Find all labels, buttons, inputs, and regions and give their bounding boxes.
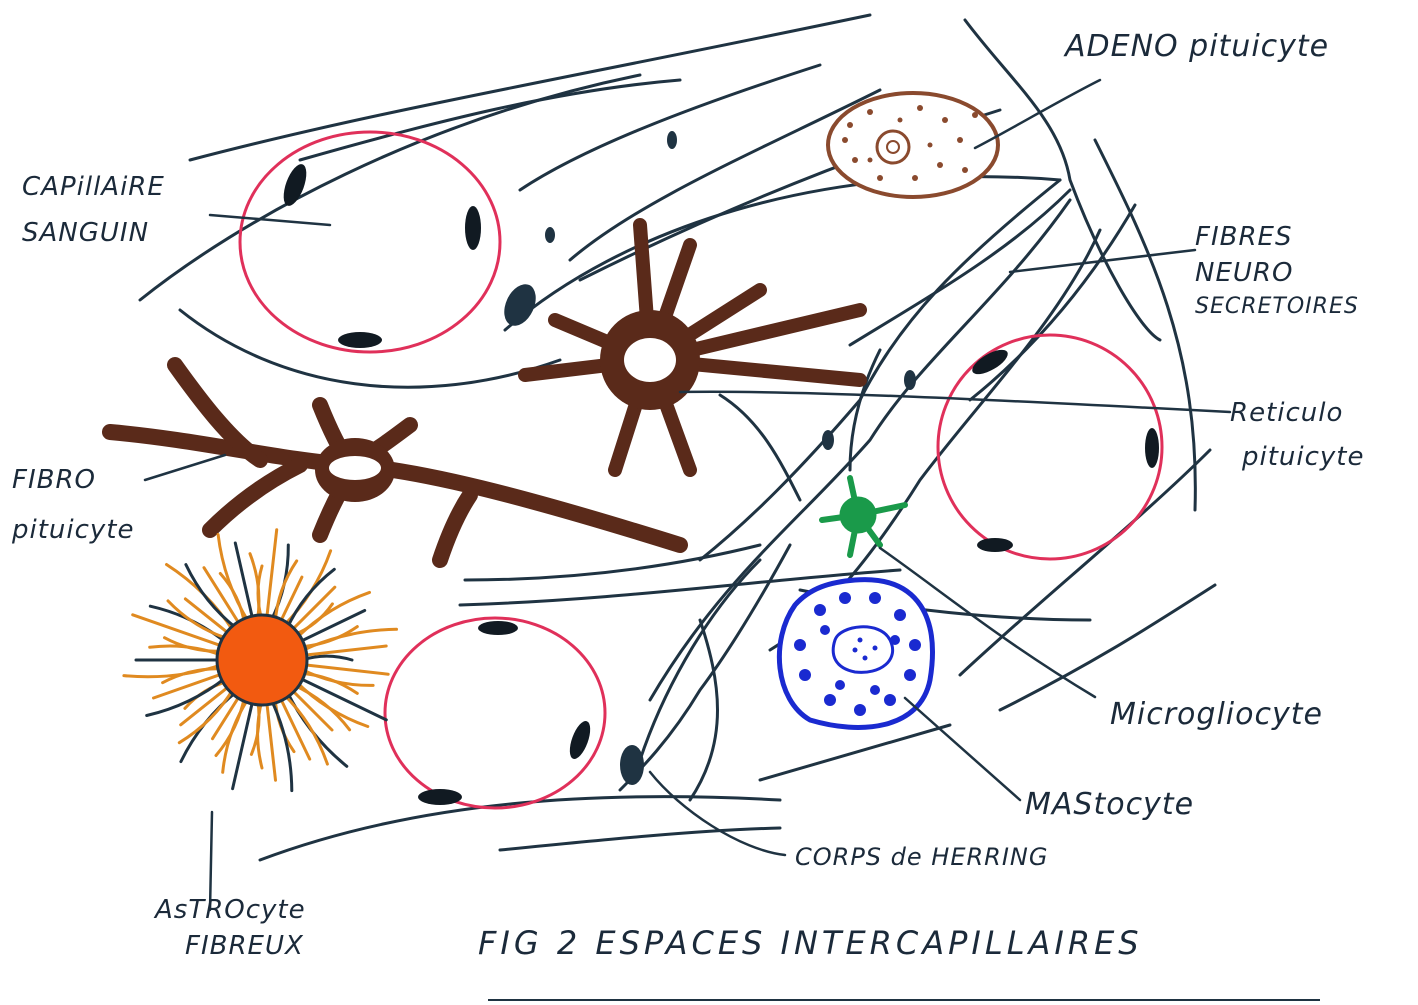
astrocyte-ray	[302, 646, 387, 656]
label-fibro-line1: FIBRO	[12, 465, 135, 495]
label-astro-line1: AsTROcyte	[155, 895, 306, 925]
astrocyte-ray	[287, 569, 334, 628]
label-adeno-pituicyte: ADENO pituicyte	[1065, 32, 1329, 62]
astrocyte-ray	[302, 656, 352, 660]
astrocyte-ray	[293, 685, 349, 730]
astrocyte-ray	[233, 699, 254, 789]
label-mastocyte: MAStocyte	[1025, 790, 1194, 820]
label-capillaire-line2: SANGUIN	[22, 218, 165, 248]
label-capillaire: CAPillAiRE SANGUIN	[22, 172, 165, 248]
label-astro-line2: FIBREUX	[185, 931, 306, 961]
label-reticulo-pituicyte: Reticulo pituicyte	[1230, 398, 1365, 472]
label-microgliocyte: Microgliocyte	[1110, 700, 1323, 730]
label-fibres-line3: SECRETOIRES	[1195, 292, 1359, 322]
astrocyte-ray	[168, 601, 228, 639]
microgliocyte	[822, 478, 905, 555]
mastocyte	[779, 580, 932, 728]
reticulo-pituicyte	[525, 225, 860, 470]
astrocyte-ray	[267, 700, 276, 781]
label-reticulo-line1: Reticulo	[1230, 398, 1365, 428]
fibrous-astrocyte	[124, 530, 397, 791]
label-fibres-line2: NEURO	[1195, 258, 1359, 288]
label-fibres-line1: FIBRES	[1195, 222, 1359, 252]
label-fibro-line2: pituicyte	[12, 515, 135, 545]
label-capillaire-line1: CAPillAiRE	[22, 172, 165, 202]
label-astrocyte-fibreux: AsTROcyte FIBREUX	[155, 895, 306, 961]
label-fibro-pituicyte: FIBRO pituicyte	[12, 465, 135, 545]
astrocyte-ray	[302, 665, 389, 675]
adeno-pituicyte	[828, 93, 998, 197]
astrocyte-ray	[267, 530, 277, 621]
label-corps-de-herring: CORPS de HERRING	[795, 842, 1048, 872]
figure-title: FIG 2 ESPACES INTERCAPILLAIRES	[478, 928, 1143, 958]
fibro-pituicyte	[110, 365, 680, 560]
label-reticulo-line2: pituicyte	[1242, 442, 1365, 472]
label-fibres: FIBRES NEURO SECRETOIRES	[1195, 222, 1359, 322]
